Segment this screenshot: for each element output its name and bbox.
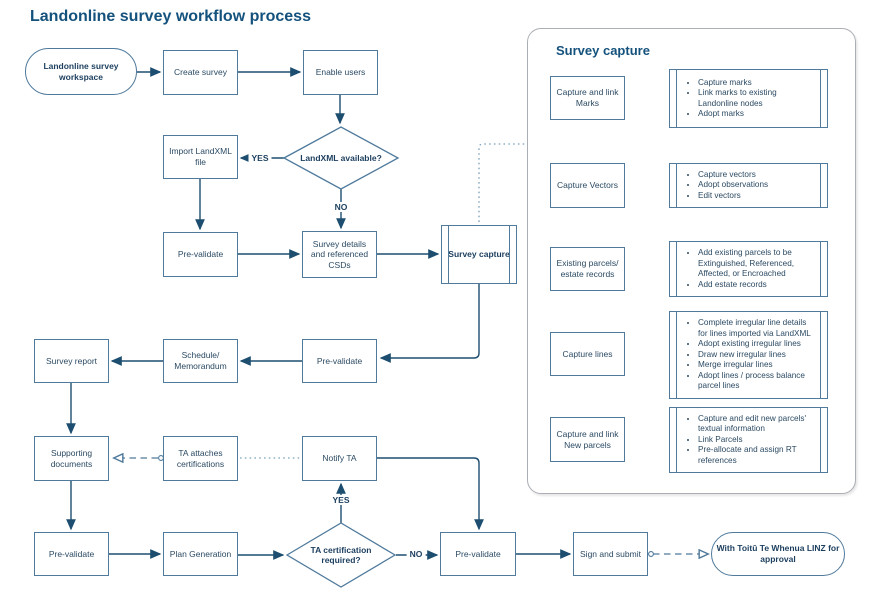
bullet-item: Draw new irregular lines	[698, 350, 817, 361]
bullet-item: Adopt marks	[698, 109, 817, 120]
flow-node-end: With Toitū Te Whenua LINZ for approval	[711, 532, 845, 576]
bullet-item: Add existing parcels to be Extinguished,…	[698, 248, 817, 280]
panel-step-capture-link-marks: Capture and link Marks	[550, 76, 625, 120]
panel-detail-lines: Complete irregular line details for line…	[669, 311, 828, 399]
flow-node-enable-users: Enable users	[303, 50, 378, 95]
panel-detail-vectors: Capture vectorsAdopt observationsEdit ve…	[669, 163, 828, 208]
bullet-item: Adopt lines / process balance parcel lin…	[698, 371, 817, 392]
flow-node-schedule-memorandum: Schedule/ Memorandum	[163, 339, 238, 383]
bullet-item: Complete irregular line details for line…	[698, 318, 817, 339]
bullet-list: Add existing parcels to be Extinguished,…	[670, 248, 817, 290]
bullet-list: Capture marksLink marks to existing Land…	[670, 78, 817, 120]
connector-label-yes-bottom: YES	[329, 495, 353, 505]
connector-label-no-bottom: NO	[406, 549, 426, 559]
flow-node-supporting-documents: Supporting documents	[34, 436, 109, 481]
panel-step-capture-vectors: Capture Vectors	[550, 163, 625, 208]
flow-node-sign-and-submit: Sign and submit	[573, 532, 648, 576]
bullet-item: Adopt existing irregular lines	[698, 339, 817, 350]
bullet-item: Pre-allocate and assign RT references	[698, 445, 817, 466]
bullet-list: Complete irregular line details for line…	[670, 318, 817, 392]
bullet-list: Capture vectorsAdopt observationsEdit ve…	[670, 170, 768, 202]
flow-node-survey-details: Survey details and referenced CSDs	[302, 231, 377, 278]
decision-ta-certification-label: TA certification required?	[310, 544, 372, 565]
bullet-item: Edit vectors	[698, 191, 768, 202]
panel-step-capture-lines: Capture lines	[550, 332, 625, 376]
flow-node-ta-attaches-certifications: TA attaches certifications	[163, 436, 238, 481]
bullet-item: Adopt observations	[698, 180, 768, 191]
flow-node-pre-validate-1: Pre-validate	[163, 232, 238, 277]
connector-label-yes-top: YES	[248, 153, 272, 163]
flow-node-survey-report: Survey report	[34, 339, 109, 383]
bullet-item: Link marks to existing Landonline nodes	[698, 88, 817, 109]
bullet-item: Capture vectors	[698, 170, 768, 181]
bullet-item: Capture marks	[698, 78, 817, 89]
connector-label-no-top: NO	[331, 202, 351, 212]
flow-node-pre-validate-2: Pre-validate	[302, 339, 377, 383]
flow-node-create-survey: Create survey	[163, 50, 238, 95]
panel-step-existing-parcels: Existing parcels/ estate records	[550, 247, 625, 291]
page-title: Landonline survey workflow process	[30, 8, 311, 25]
decision-ta-certification-shape	[285, 522, 397, 588]
bullet-item: Link Parcels	[698, 435, 817, 446]
decision-landxml-shape	[282, 126, 400, 190]
flow-node-pre-validate-4: Pre-validate	[440, 532, 516, 576]
panel-detail-existing-parcels: Add existing parcels to be Extinguished,…	[669, 241, 828, 297]
bullet-item: Capture and edit new parcels' textual in…	[698, 414, 817, 435]
panel-step-capture-new-parcels: Capture and link New parcels	[550, 417, 625, 462]
flow-node-notify-ta: Notify TA	[302, 436, 377, 481]
flow-node-import-landxml: Import LandXML file	[163, 135, 238, 179]
bullet-item: Add estate records	[698, 280, 817, 291]
decision-landxml-label: LandXML available?	[300, 152, 382, 163]
flow-node-pre-validate-3: Pre-validate	[34, 532, 109, 576]
panel-title: Survey capture	[556, 43, 650, 58]
panel-detail-marks: Capture marksLink marks to existing Land…	[669, 69, 828, 128]
panel-detail-new-parcels: Capture and edit new parcels' textual in…	[669, 407, 828, 473]
flow-node-survey-capture: Survey capture	[441, 225, 517, 284]
bullet-list: Capture and edit new parcels' textual in…	[670, 414, 817, 467]
flow-node-start: Landonline survey workspace	[25, 48, 137, 95]
flow-node-plan-generation: Plan Generation	[163, 532, 238, 576]
bullet-item: Merge irregular lines	[698, 360, 817, 371]
